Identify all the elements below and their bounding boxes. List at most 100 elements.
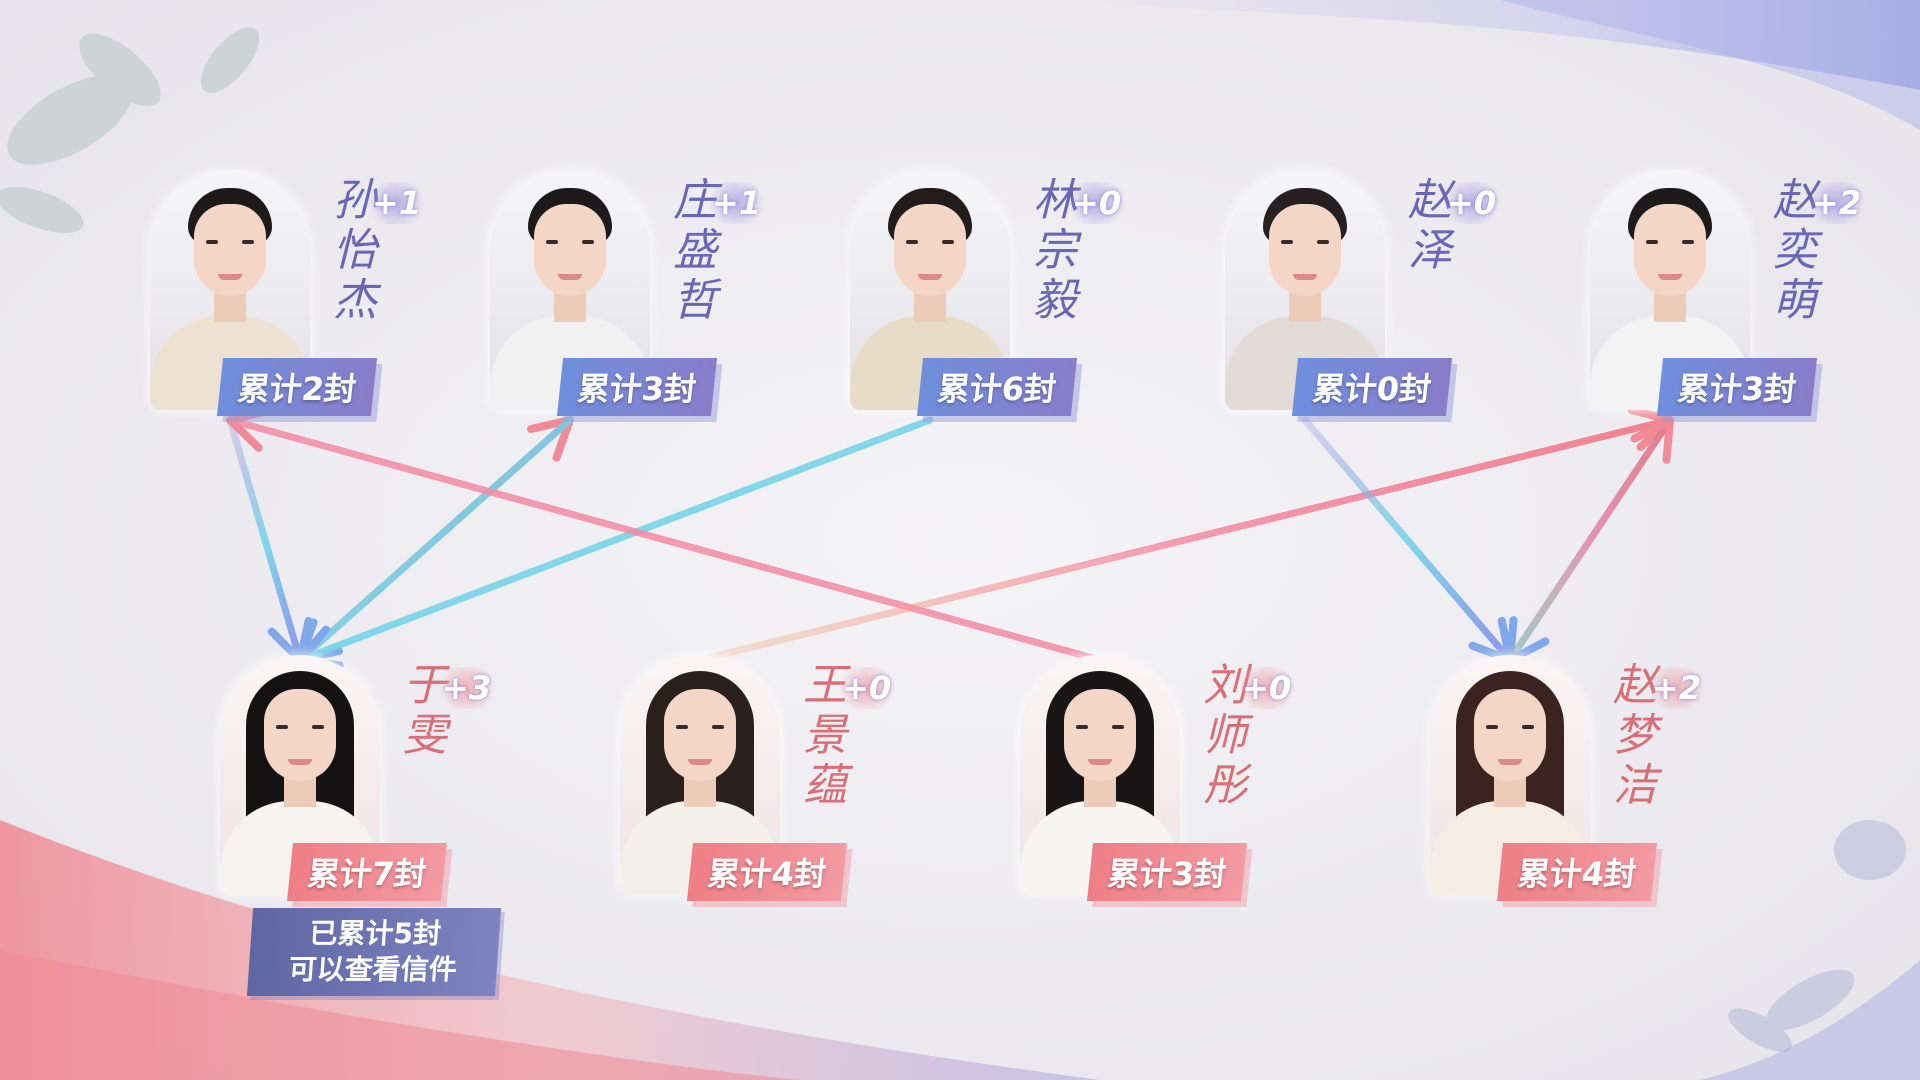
arrow-shaft [296,416,934,664]
portrait [1225,170,1385,410]
left-eye [1486,725,1498,729]
arrow-shaft [226,416,1104,664]
mouth [288,759,312,765]
letter-count-badge: 累计3封 [1656,358,1818,416]
right-eye [1112,725,1124,729]
arrow-m4-to-f4 [1301,416,1514,664]
right-eye [1317,240,1329,244]
right-eye [942,240,954,244]
left-eye [1076,725,1088,729]
face-shape [664,689,736,781]
person-name: 赵奕萌 [1770,176,1820,326]
letter-count-badge: 累计3封 [556,358,718,416]
delta-badge: +2 [1646,667,1708,709]
notice-card: 已累计5封 可以查看信件 [246,908,502,996]
mouth [1293,274,1317,280]
face-shape [1064,689,1136,781]
name-char: 怡 [333,225,377,276]
mouth [688,759,712,765]
delta-badge: +0 [1441,182,1503,224]
name-char: 师 [1203,710,1247,761]
delta-badge: +2 [1806,182,1868,224]
person-card-m2[interactable]: 庄盛哲+1 累计3封 [420,170,780,450]
right-eye [1522,725,1534,729]
right-eye [582,240,594,244]
arrow-shaft [1506,416,1674,664]
left-eye [546,240,558,244]
face-shape [194,204,266,296]
name-char: 彤 [1203,760,1247,811]
left-eye [1646,240,1658,244]
arrow-m2-to-f1 [296,416,574,664]
letter-count-badge: 累计2封 [216,358,378,416]
mouth [1658,274,1682,280]
portrait-photo [1225,170,1385,410]
face-shape [1634,204,1706,296]
mouth [1088,759,1112,765]
left-eye [276,725,288,729]
name-char: 梦 [1613,710,1657,761]
name-char: 洁 [1613,760,1657,811]
bottom-ribbon-2 [0,950,800,1080]
delta-badge: +1 [706,182,768,224]
mouth [558,274,582,280]
person-card-m5[interactable]: 赵奕萌+2 累计3封 [1520,170,1880,450]
right-eye [242,240,254,244]
name-char: 宗 [1033,225,1077,276]
letter-count-badge: 累计4封 [686,843,848,901]
person-name: 于雯 [400,661,450,761]
flower-decoration-bottom-right [1728,820,1906,1052]
flower-decoration-top-left [0,27,260,234]
left-eye [676,725,688,729]
name-char: 奕 [1773,225,1817,276]
delta-badge: +0 [1236,667,1298,709]
mouth [1498,759,1522,765]
left-eye [1281,240,1293,244]
arrow-shaft [696,416,1674,664]
bottom-right-ribbon [1700,960,1920,1080]
name-char: 盛 [673,225,717,276]
name-char: 雯 [403,710,447,761]
delta-badge: +0 [836,667,898,709]
name-char: 杰 [333,275,377,326]
face-shape [1269,204,1341,296]
left-eye [906,240,918,244]
arrow-shaft [226,416,304,664]
person-name: 庄盛哲 [670,176,720,326]
arrow-f4-to-m5 [1506,416,1674,664]
delta-badge: +0 [1066,182,1128,224]
mouth [218,274,242,280]
arrow-shaft [1301,416,1514,664]
name-char: 毅 [1033,275,1077,326]
right-eye [1682,240,1694,244]
name-char: 泽 [1408,225,1452,276]
name-char: 蕴 [803,760,847,811]
face-shape [264,689,336,781]
notice-line-2: 可以查看信件 [287,953,458,986]
letter-count-badge: 累计3封 [1086,843,1248,901]
person-name: 孙怡杰 [330,176,380,326]
top-ribbon-2 [1500,0,1920,130]
delta-badge: +3 [436,667,498,709]
arrow-shaft [296,416,574,664]
left-eye [206,240,218,244]
delta-badge: +1 [366,182,428,224]
face-shape [534,204,606,296]
right-eye [312,725,324,729]
letter-count-badge: 累计0封 [1291,358,1453,416]
arrow-m1-to-f1 [226,416,313,664]
name-char: 景 [803,710,847,761]
mouth [918,274,942,280]
person-card-m1[interactable]: 孙怡杰+1 累计2封 [80,170,440,450]
letter-count-badge: 累计4封 [1496,843,1658,901]
notice-line-1: 已累计5封 [308,917,443,950]
letter-count-badge: 累计6封 [916,358,1078,416]
name-char: 萌 [1773,275,1817,326]
